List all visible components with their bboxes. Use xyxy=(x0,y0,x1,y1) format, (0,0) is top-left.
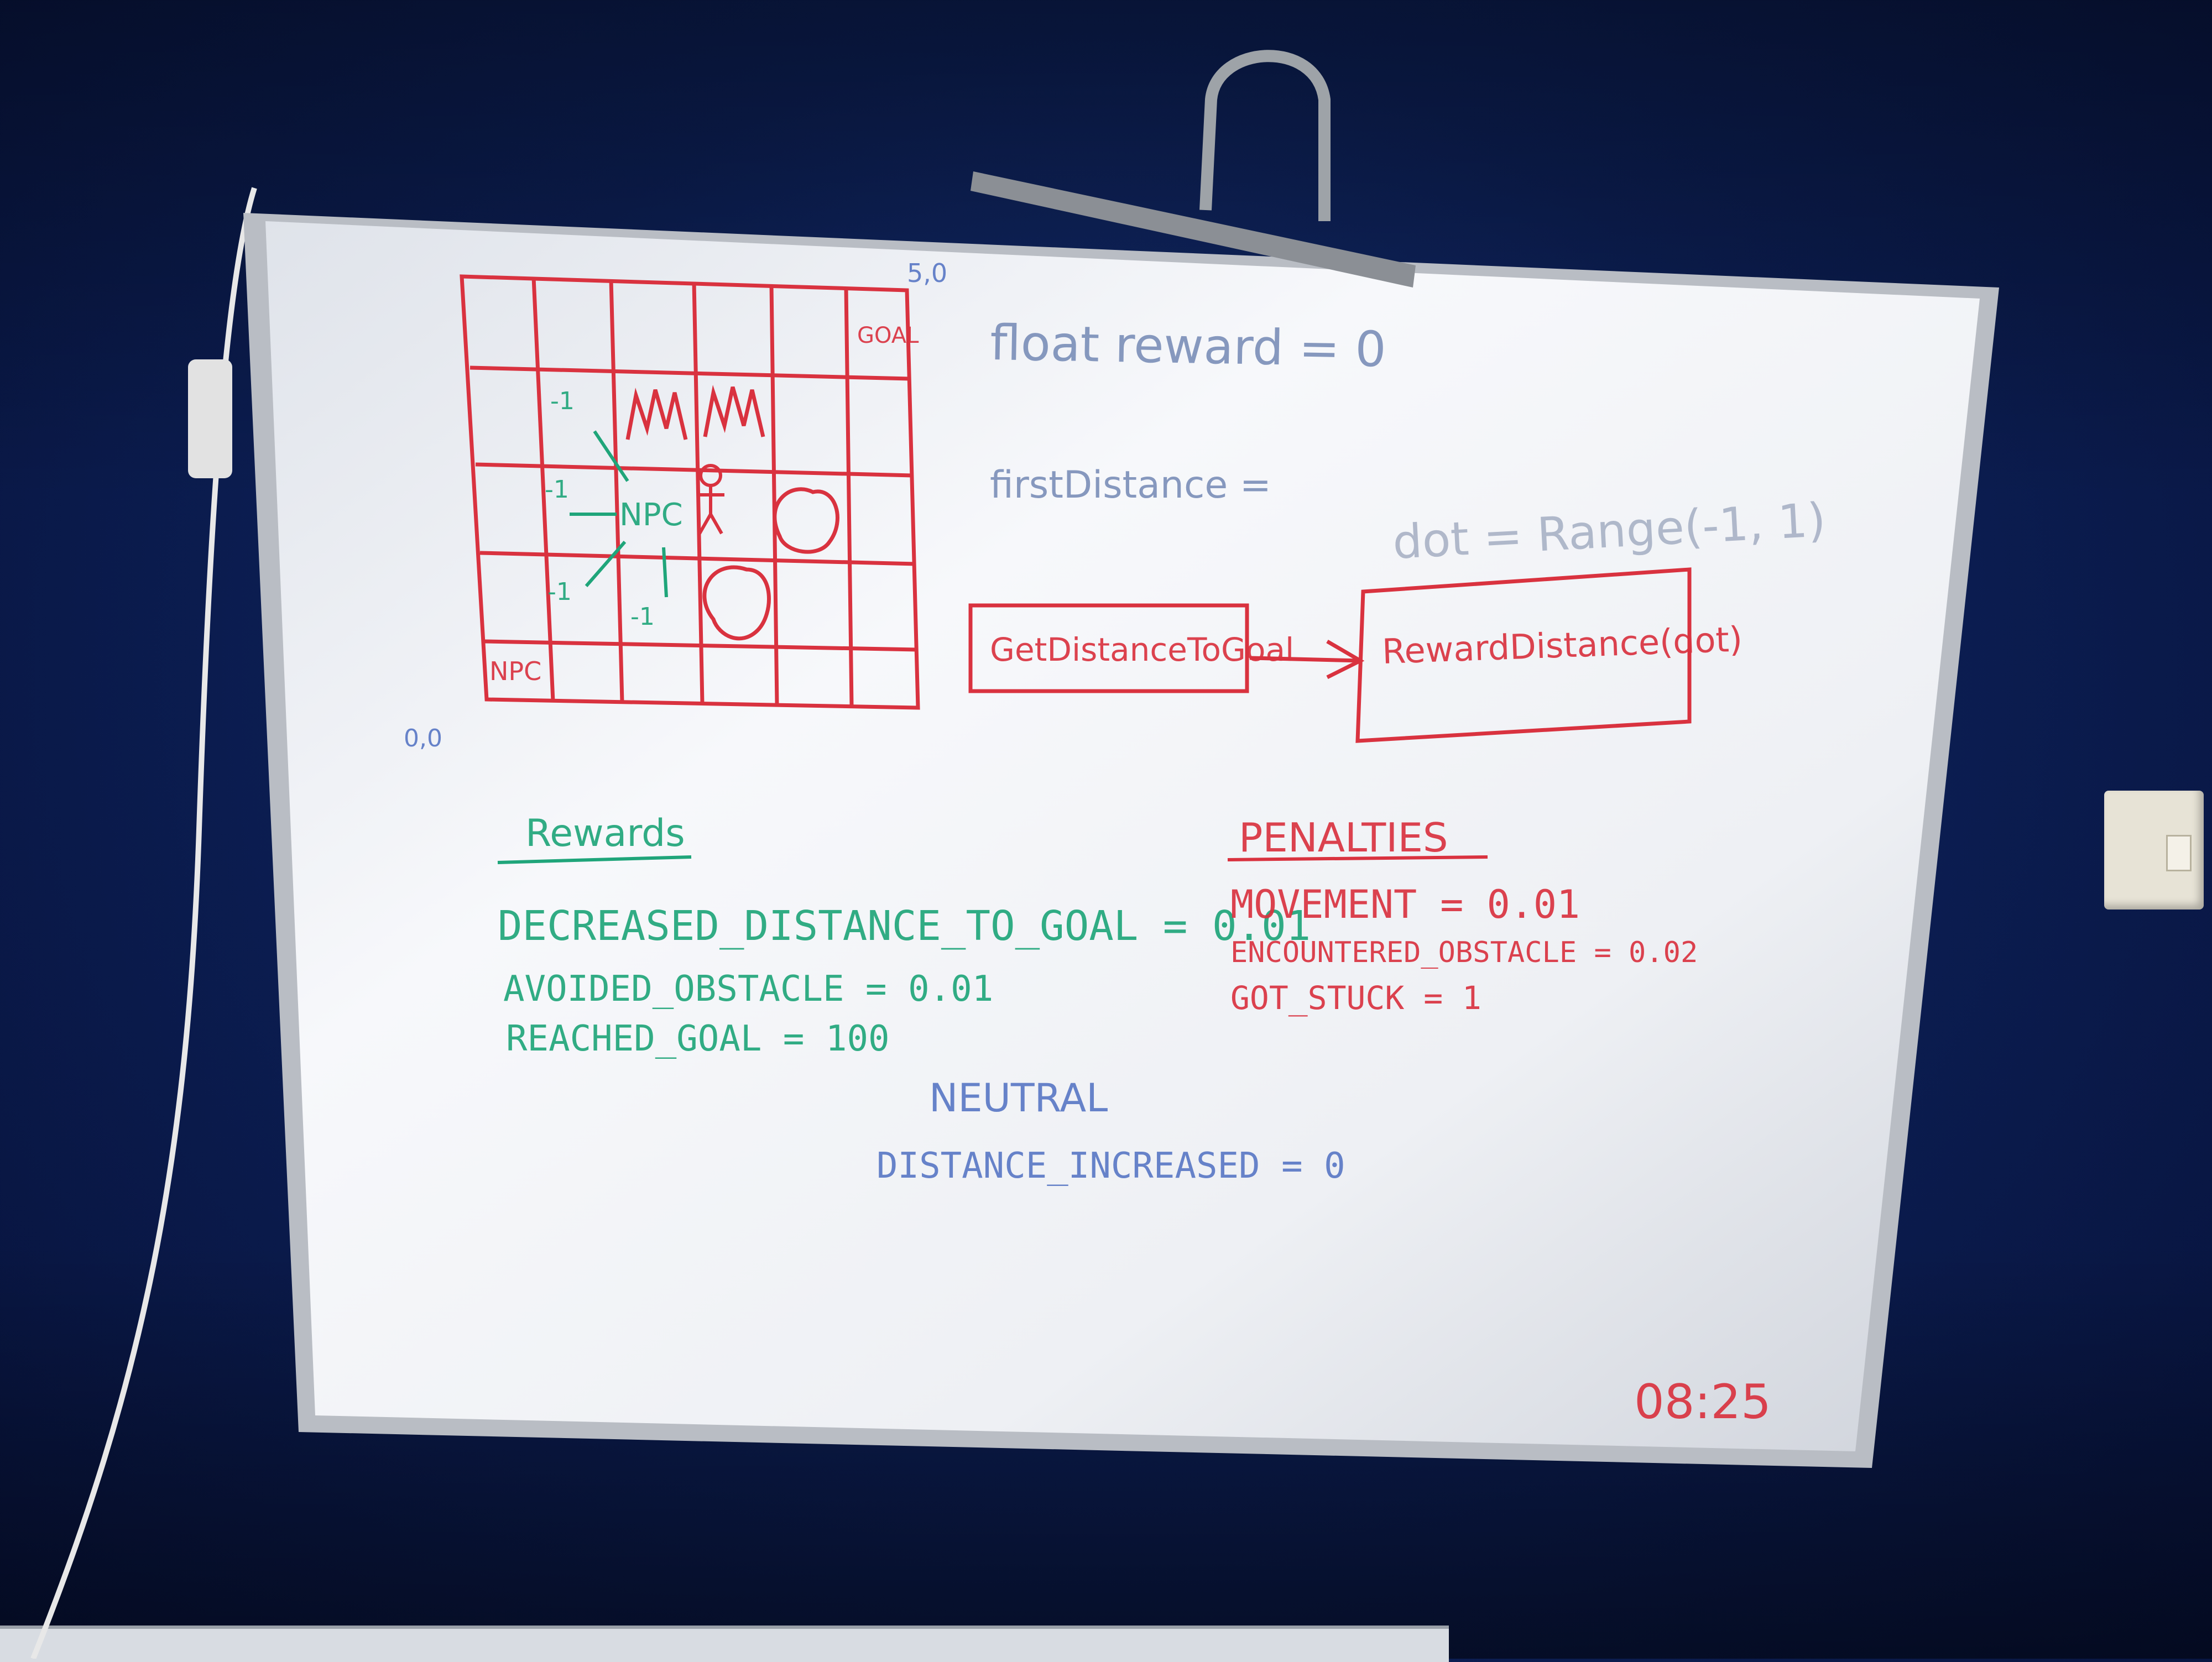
npc-center-label: NPC xyxy=(619,497,683,533)
obstacle-rock-2 xyxy=(702,565,771,641)
whiteboard-surface xyxy=(265,221,1980,1451)
timestamp: 08:25 xyxy=(1634,1374,1771,1430)
light-switch xyxy=(2104,791,2204,910)
get-distance-box xyxy=(968,603,1249,693)
grid-coord-label: 5,0 xyxy=(907,258,947,288)
npc-corner-label: NPC xyxy=(489,656,541,686)
penalty-item-1: MOVEMENT = 0.01 xyxy=(1230,882,1580,927)
neutral-heading: NEUTRAL xyxy=(929,1075,1108,1121)
rewards-heading: Rewards xyxy=(525,812,685,855)
penalty-item-3: GOT_STUCK = 1 xyxy=(1230,979,1481,1017)
neutral-item: DISTANCE_INCREASED = 0 xyxy=(877,1146,1345,1187)
origin-label: 0,0 xyxy=(404,724,442,752)
code-distance-line: firstDistance = xyxy=(990,463,1271,507)
penalties-heading: PENALTIES xyxy=(1239,814,1448,861)
reward-item-3: REACHED_GOAL = 100 xyxy=(506,1018,890,1059)
lamp-arm xyxy=(1199,50,1331,221)
penalty-item-2: ENCOUNTERED_OBSTACLE = 0.02 xyxy=(1230,936,1698,969)
player-figure xyxy=(697,464,724,535)
cable-adapter xyxy=(188,359,232,478)
move-cost-diag: -1 xyxy=(547,578,572,606)
code-reward-line: float reward = 0 xyxy=(990,314,1387,378)
game-grid xyxy=(460,274,920,710)
goal-label: GOAL xyxy=(857,323,919,348)
lamp-bar xyxy=(971,171,1416,288)
npc-move-arrows xyxy=(570,430,668,598)
switch-rocker xyxy=(2166,835,2192,871)
penalties-underline xyxy=(1227,855,1488,861)
move-cost-down: -1 xyxy=(630,603,655,631)
reward-item-2: AVOIDED_OBSTACLE = 0.01 xyxy=(503,969,993,1010)
obstacle-rock-1 xyxy=(773,487,839,554)
rewards-underline xyxy=(497,855,692,864)
move-cost-up: -1 xyxy=(550,387,575,415)
fire-hazard-2 xyxy=(703,385,765,437)
fire-hazard-1 xyxy=(625,388,688,440)
move-cost-left: -1 xyxy=(545,475,569,504)
power-cable xyxy=(30,187,257,1659)
reward-distance-box xyxy=(1355,567,1692,743)
get-distance-label: GetDistanceToGoal xyxy=(990,631,1294,668)
reward-item-1: DECREASED_DISTANCE_TO_GOAL = 0.01 xyxy=(498,902,1311,950)
bottom-ledge xyxy=(0,1626,1449,1662)
